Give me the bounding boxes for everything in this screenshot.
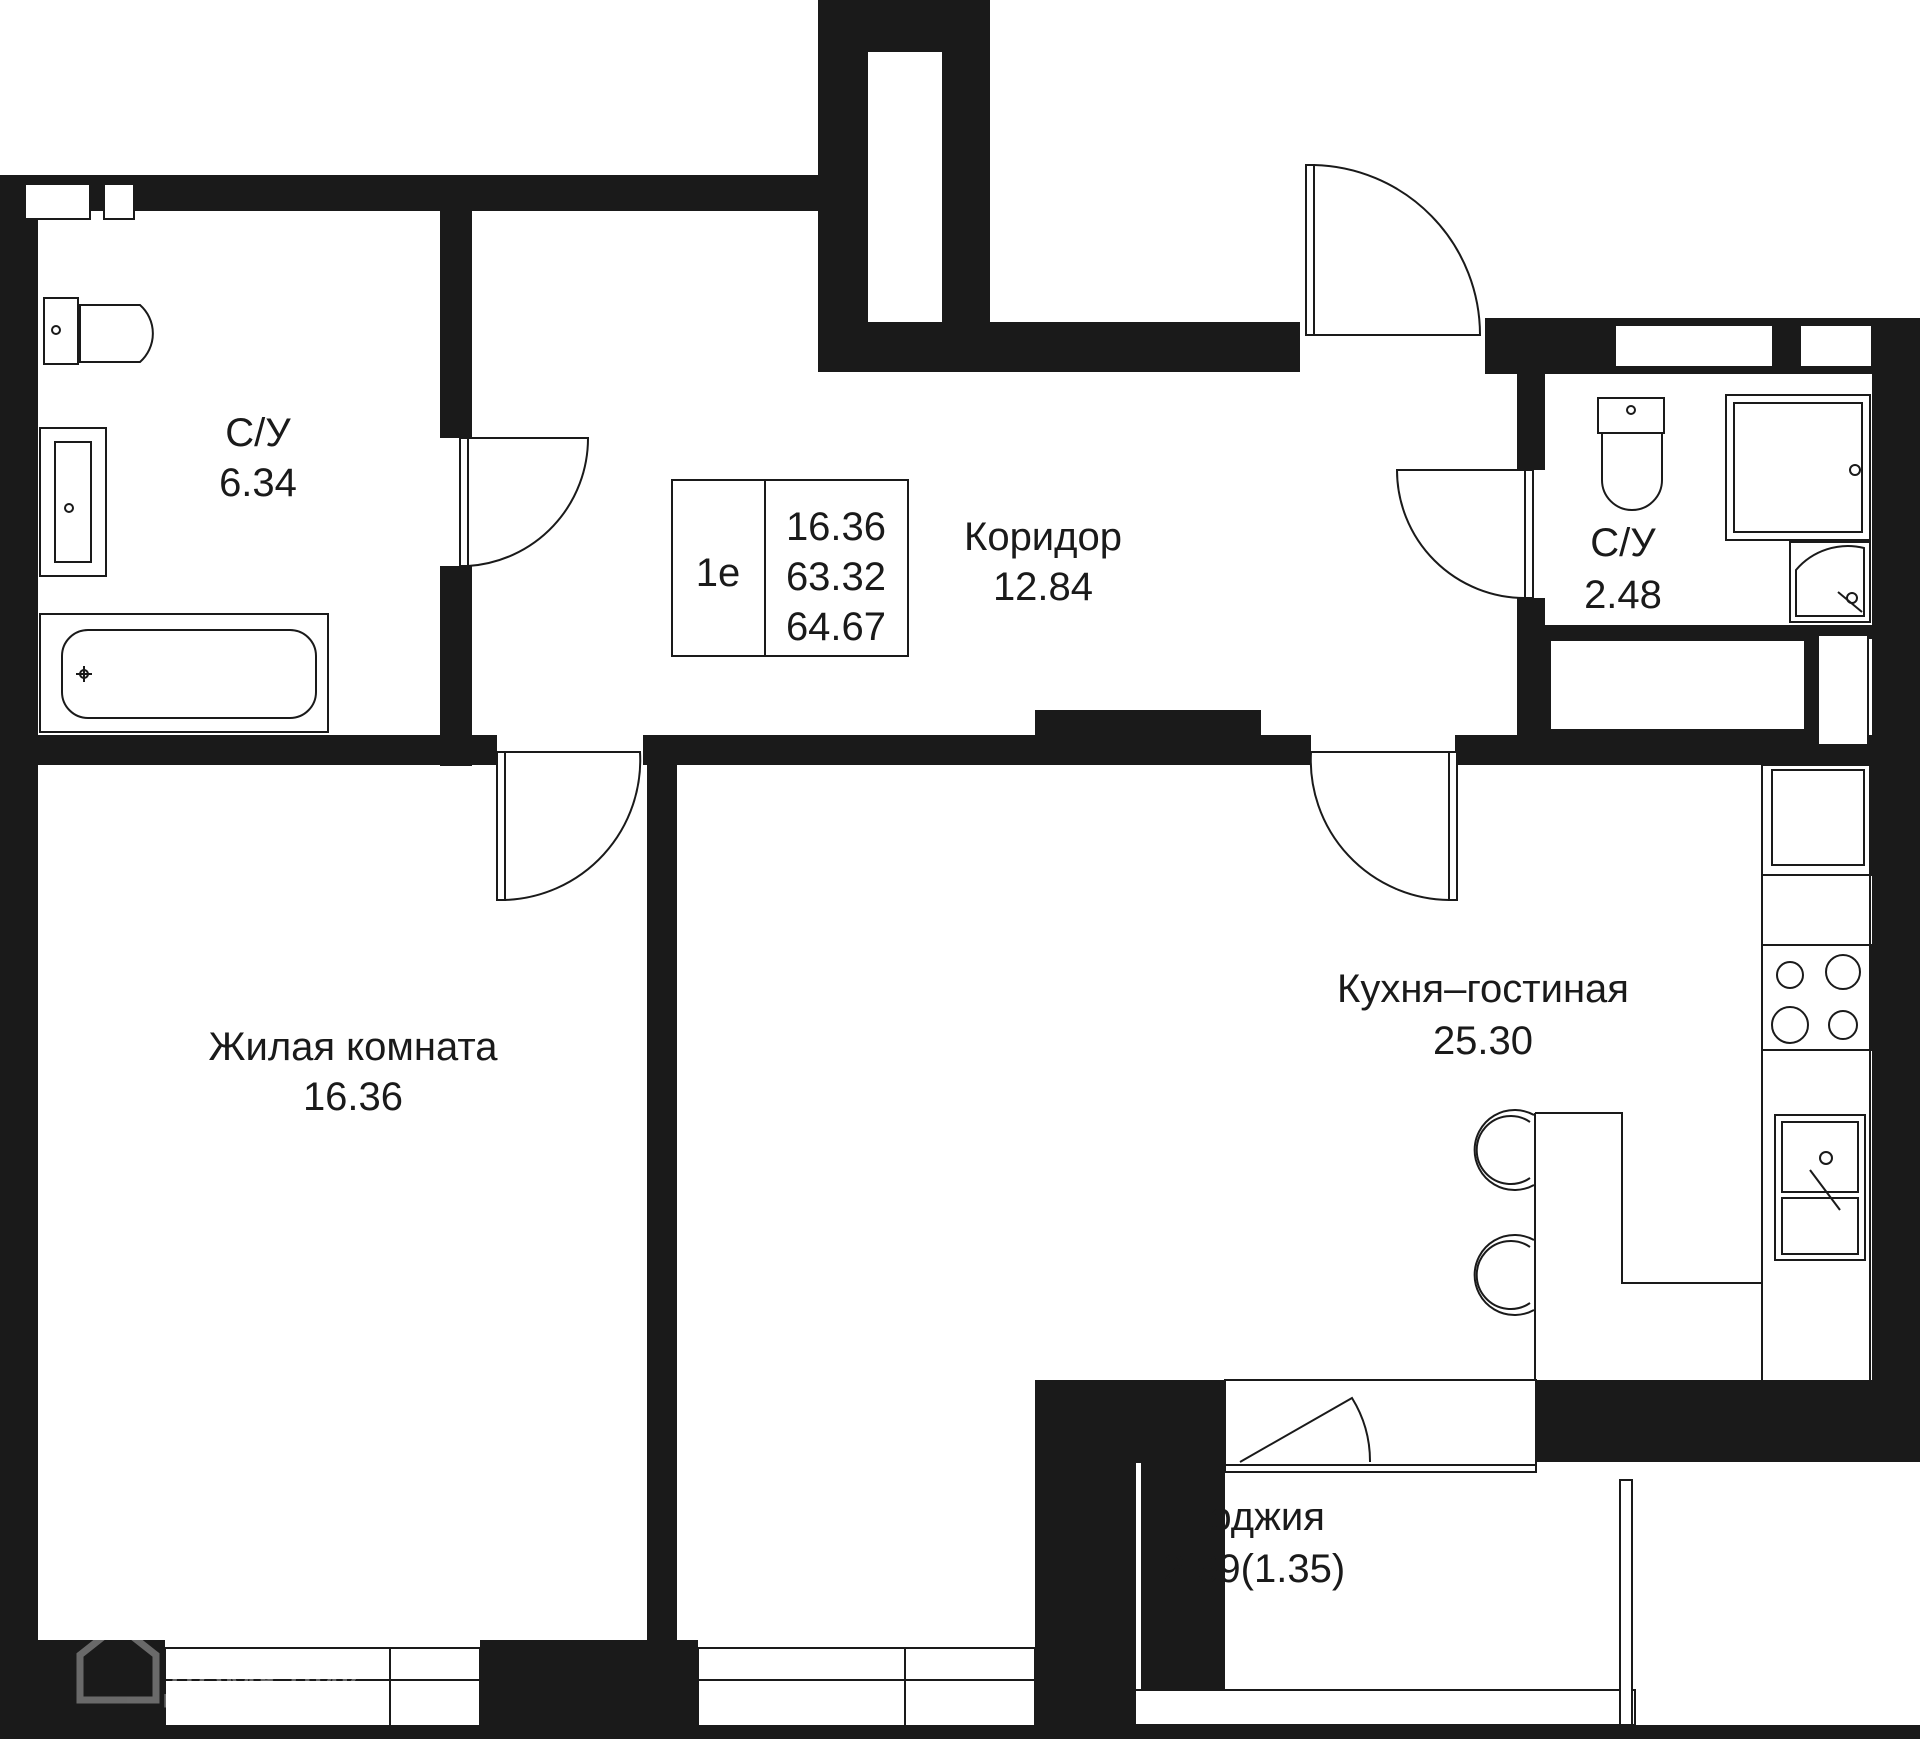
watermark: ДомКлик	[76, 1620, 362, 1709]
room-name: Коридор	[964, 515, 1122, 559]
room-area: 12.84	[993, 565, 1093, 609]
summary-box: 1е 16.36 63.32 64.67	[671, 479, 909, 657]
sink-icon	[39, 427, 107, 577]
toilet-icon	[1597, 397, 1665, 511]
room-name: С/У	[1590, 521, 1656, 565]
living-area-value: 16.36	[786, 505, 886, 549]
room-area: 16.36	[303, 1075, 403, 1119]
windows	[164, 1379, 1636, 1727]
house-logo-icon	[76, 1620, 160, 1704]
room-name: С/У	[225, 411, 291, 455]
doors	[459, 164, 1534, 1463]
shower-icon	[1789, 541, 1871, 623]
bathroom-2-fixtures	[1597, 394, 1871, 623]
bathtub-icon	[39, 613, 329, 733]
fridge-icon	[1761, 764, 1873, 876]
room-area: 2.69(1.35)	[1163, 1547, 1345, 1591]
bar-stool-icon	[1473, 1109, 1535, 1191]
watermark-text: ДомКлик	[164, 1656, 362, 1709]
room-area: 2.48	[1584, 573, 1662, 617]
toilet-icon	[43, 297, 154, 365]
room-name: Кухня–гостиная	[1337, 967, 1629, 1011]
vent-panels	[24, 183, 1873, 746]
stove-icon	[1761, 944, 1873, 1051]
bar-counter	[1534, 765, 1871, 1380]
room-labels: С/У 6.34 Коридор 12.84 С/У 2.48 Жилая ко…	[209, 411, 1662, 1591]
bar-stool-icon	[1473, 1234, 1535, 1316]
room-area: 25.30	[1433, 1019, 1533, 1063]
total-area-with-loggia-value: 64.67	[786, 605, 886, 649]
bathtub-icon	[1725, 394, 1871, 541]
room-name: Лоджия	[1183, 1495, 1325, 1539]
bathroom-1-fixtures	[39, 297, 329, 733]
kitchen-sink-icon	[1774, 1114, 1866, 1261]
room-area: 6.34	[219, 461, 297, 505]
total-area-value: 63.32	[786, 555, 886, 599]
kitchen-fixtures	[1473, 764, 1873, 1380]
apartment-type: 1е	[696, 551, 741, 595]
room-name: Жилая комната	[209, 1025, 499, 1069]
